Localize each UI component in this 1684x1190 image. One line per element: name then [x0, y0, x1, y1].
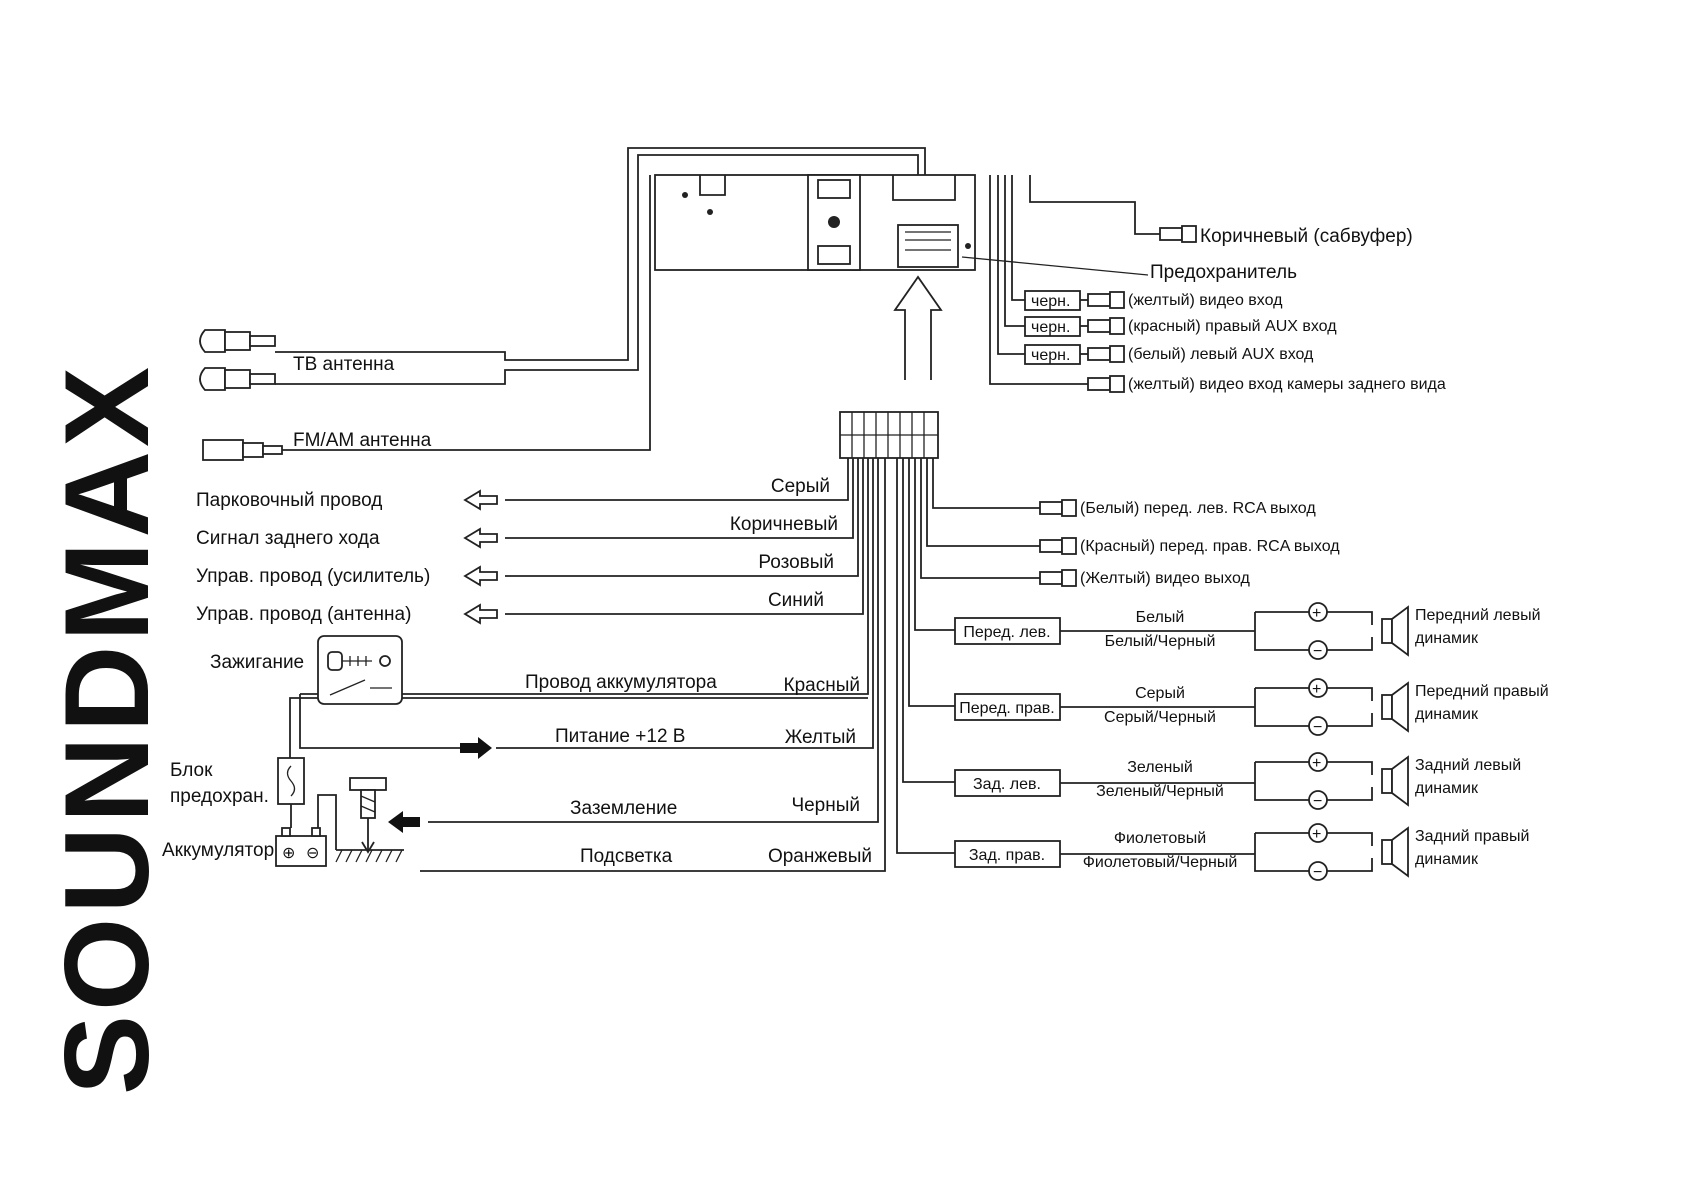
- ground-label: Заземление: [570, 798, 677, 819]
- svg-text:+: +: [1312, 605, 1321, 622]
- fmam-antenna-label: FM/AM антенна: [293, 430, 432, 451]
- power12-label: Питание +12 В: [555, 726, 685, 747]
- backlight-color: Оранжевый: [768, 846, 872, 867]
- svg-text:динамик: динамик: [1415, 706, 1479, 723]
- battery: ⊕ ⊖: [275, 827, 327, 867]
- svg-text:черн.: черн.: [1031, 347, 1070, 364]
- control-color-2: Коричневый: [730, 514, 838, 535]
- subwoofer-label: Коричневый (сабвуфер): [1200, 226, 1413, 247]
- svg-text:черн.: черн.: [1031, 293, 1070, 310]
- input-label-4: (желтый) видео вход камеры заднего вида: [1128, 376, 1446, 393]
- ground-color: Черный: [791, 795, 860, 816]
- svg-text:−: −: [1313, 719, 1322, 736]
- svg-text:Белый: Белый: [1136, 609, 1185, 626]
- svg-text:Передний правый: Передний правый: [1415, 683, 1549, 700]
- svg-text:⊕: ⊕: [282, 845, 295, 862]
- tv-antenna-plugs: [199, 329, 276, 391]
- svg-text:⊖: ⊖: [306, 845, 319, 862]
- fuse-label: Предохранитель: [1150, 262, 1297, 283]
- ignition-label: Зажигание: [210, 652, 304, 673]
- rca-output-plugs: [1039, 499, 1077, 587]
- rca-output-2: (Красный) перед. прав. RCA выход: [1080, 538, 1340, 555]
- speaker-front-right: Перед. прав. Серый Серый/Черный + − Пере…: [954, 678, 1549, 736]
- control-function-3: Управ. провод (усилитель): [196, 566, 430, 587]
- iso-connector: [897, 224, 959, 268]
- fuse-block-label-2: предохран.: [170, 786, 269, 807]
- svg-text:Перед. прав.: Перед. прав.: [959, 700, 1054, 717]
- svg-text:Передний левый: Передний левый: [1415, 607, 1541, 624]
- speaker-front-left: Перед. лев. Белый Белый/Черный + − Перед…: [954, 602, 1541, 660]
- head-unit: [654, 174, 976, 271]
- ground-symbol: [335, 777, 404, 863]
- subwoofer-rca-plug: [1159, 225, 1197, 243]
- svg-text:−: −: [1313, 793, 1322, 810]
- battery-wire-color: Красный: [784, 675, 860, 696]
- input-label-1: (желтый) видео вход: [1128, 292, 1283, 309]
- black-tag-2: черн.: [1024, 316, 1081, 337]
- speaker-rear-left: Зад. лев. Зеленый Зеленый/Черный + − Зад…: [954, 752, 1521, 810]
- svg-text:Фиолетовый/Черный: Фиолетовый/Черный: [1083, 854, 1238, 871]
- control-color-1: Серый: [771, 476, 830, 497]
- power12-arrow: [460, 737, 492, 759]
- fuse-block: [277, 757, 305, 805]
- connector-arrow: [893, 275, 943, 380]
- svg-text:черн.: черн.: [1031, 319, 1070, 336]
- black-tag-1: черн.: [1024, 290, 1081, 311]
- svg-text:динамик: динамик: [1415, 851, 1479, 868]
- svg-text:Перед. лев.: Перед. лев.: [963, 624, 1050, 641]
- svg-text:Серый/Черный: Серый/Черный: [1104, 709, 1216, 726]
- svg-text:Фиолетовый: Фиолетовый: [1114, 830, 1206, 847]
- control-color-4: Синий: [768, 590, 824, 611]
- control-function-1: Парковочный провод: [196, 490, 382, 511]
- battery-label: Аккумулятор: [162, 840, 274, 861]
- control-function-2: Сигнал заднего хода: [196, 528, 380, 549]
- svg-text:динамик: динамик: [1415, 780, 1479, 797]
- svg-text:−: −: [1313, 864, 1322, 881]
- svg-text:+: +: [1312, 755, 1321, 772]
- svg-text:−: −: [1313, 643, 1322, 660]
- tv-antenna-label: ТВ антенна: [293, 354, 395, 375]
- input-label-2: (красный) правый AUX вход: [1128, 318, 1337, 335]
- rca-output-1: (Белый) перед. лев. RCA выход: [1080, 500, 1316, 517]
- svg-text:Зад. лев.: Зад. лев.: [973, 776, 1041, 793]
- harness-connector: [839, 411, 939, 459]
- svg-text:Задний левый: Задний левый: [1415, 757, 1521, 774]
- brand-watermark: SOUNDMAX: [40, 363, 174, 1095]
- speaker-rear-right: Зад. прав. Фиолетовый Фиолетовый/Черный …: [954, 823, 1529, 881]
- rca-output-3: (Желтый) видео выход: [1080, 570, 1251, 587]
- svg-text:Задний правый: Задний правый: [1415, 828, 1529, 845]
- fmam-antenna-plug: [202, 439, 283, 461]
- backlight-label: Подсветка: [580, 846, 673, 867]
- svg-text:Зад. прав.: Зад. прав.: [969, 847, 1045, 864]
- ground-arrow: [388, 811, 420, 833]
- power12-color: Желтый: [785, 727, 856, 748]
- black-tag-3: черн.: [1024, 344, 1081, 365]
- control-function-4: Управ. провод (антенна): [196, 604, 411, 625]
- input-rca-plugs: [1087, 291, 1125, 393]
- svg-text:Серый: Серый: [1135, 685, 1185, 702]
- control-arrows: [463, 489, 498, 625]
- svg-text:динамик: динамик: [1415, 630, 1479, 647]
- ignition-switch: [317, 635, 403, 705]
- fuse-block-label-1: Блок: [170, 760, 213, 781]
- svg-text:Зеленый: Зеленый: [1127, 759, 1193, 776]
- svg-text:+: +: [1312, 826, 1321, 843]
- svg-text:Белый/Черный: Белый/Черный: [1105, 633, 1216, 650]
- svg-text:+: +: [1312, 681, 1321, 698]
- control-color-3: Розовый: [758, 552, 834, 573]
- battery-wire-label: Провод аккумулятора: [525, 672, 717, 693]
- svg-text:Зеленый/Черный: Зеленый/Черный: [1096, 783, 1224, 800]
- input-label-3: (белый) левый AUX вход: [1128, 346, 1314, 363]
